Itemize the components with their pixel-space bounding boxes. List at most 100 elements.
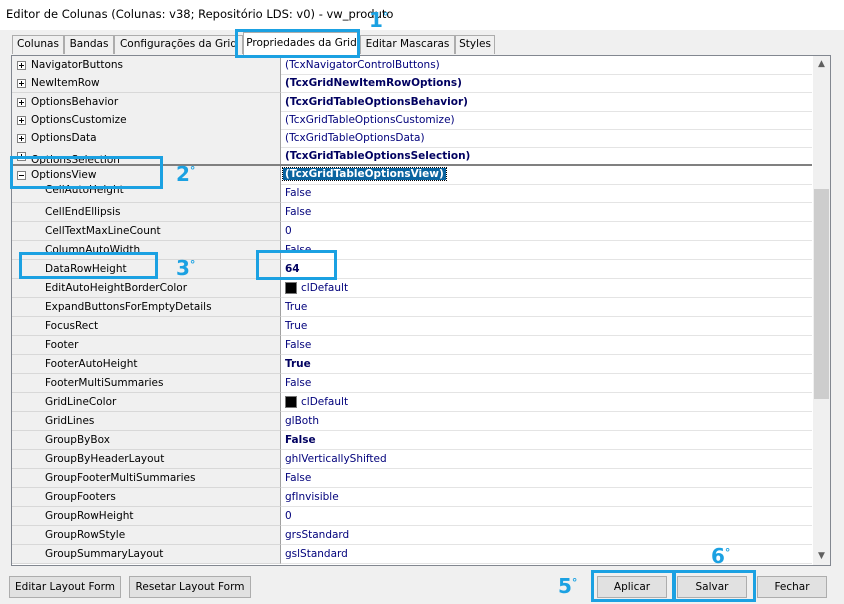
- property-row[interactable]: OptionsData (TcxGridTableOptionsData): [12, 129, 812, 148]
- property-row[interactable]: GroupRowHeight 0: [12, 507, 812, 526]
- property-value[interactable]: False: [285, 434, 316, 446]
- property-name: GroupByBox: [45, 434, 110, 446]
- property-row[interactable]: Footer False: [12, 336, 812, 355]
- expand-icon[interactable]: [17, 61, 26, 70]
- property-row[interactable]: GroupByHeaderLayout ghlVerticallyShifted: [12, 450, 812, 469]
- apply-button[interactable]: Aplicar: [597, 576, 667, 598]
- property-value[interactable]: (TcxGridTableOptionsBehavior): [285, 96, 468, 108]
- expand-icon[interactable]: [17, 98, 26, 107]
- property-row[interactable]: GroupFooterMultiSummaries False: [12, 469, 812, 488]
- tab-colunas[interactable]: Colunas: [12, 35, 64, 54]
- property-value[interactable]: (TcxGridNewItemRowOptions): [285, 77, 462, 89]
- property-row[interactable]: GroupRowStyle grsStandard: [12, 526, 812, 545]
- property-name: GridLines: [45, 415, 95, 427]
- reset-layout-form-button[interactable]: Resetar Layout Form: [129, 576, 251, 598]
- property-name: NavigatorButtons: [31, 59, 124, 71]
- step-number-2: 2°: [176, 162, 196, 186]
- highlight-box-save: [673, 570, 756, 602]
- property-row[interactable]: GroupByBox False: [12, 431, 812, 450]
- property-value[interactable]: (TcxGridTableOptionsCustomize): [285, 114, 455, 126]
- step-number-1: 1°: [369, 8, 389, 32]
- property-name: Footer: [45, 339, 79, 351]
- expand-icon[interactable]: [17, 134, 26, 143]
- scroll-up-icon[interactable]: ▲: [818, 59, 825, 69]
- property-value-selected[interactable]: (TcxGridTableOptionsView): [282, 167, 447, 181]
- property-value[interactable]: 0: [285, 510, 292, 522]
- tab-propriedades-grid[interactable]: Propriedades da Grid: [243, 32, 360, 55]
- color-swatch: [285, 396, 297, 408]
- save-button[interactable]: Salvar: [677, 576, 747, 598]
- expand-icon[interactable]: [17, 116, 26, 125]
- edit-layout-form-button[interactable]: Editar Layout Form: [9, 576, 121, 598]
- property-row[interactable]: GroupFooters gfInvisible: [12, 488, 812, 507]
- property-row[interactable]: EditAutoHeightBorderColor clDefault: [12, 279, 812, 298]
- property-value[interactable]: clDefault: [301, 282, 349, 294]
- property-value[interactable]: False: [285, 339, 312, 351]
- property-value[interactable]: 0: [285, 225, 292, 237]
- step-number-3: 3°: [176, 256, 196, 280]
- property-value[interactable]: False: [285, 472, 312, 484]
- property-rows: NavigatorButtons (TcxNavigatorControlBut…: [12, 56, 812, 565]
- property-name: EditAutoHeightBorderColor: [45, 282, 188, 294]
- property-row[interactable]: GridLineColor clDefault: [12, 393, 812, 412]
- property-row[interactable]: CellTextMaxLineCount 0: [12, 222, 812, 241]
- property-value[interactable]: False: [285, 206, 312, 218]
- tab-bandas[interactable]: Bandas: [64, 35, 114, 54]
- property-value[interactable]: False: [285, 187, 312, 199]
- property-name: ExpandButtonsForEmptyDetails: [45, 301, 212, 313]
- property-row[interactable]: FooterMultiSummaries False: [12, 374, 812, 393]
- property-value[interactable]: clDefault: [301, 396, 349, 408]
- property-row[interactable]: OptionsView (TcxGridTableOptionsView): [12, 166, 812, 185]
- property-value[interactable]: ghlVerticallyShifted: [285, 453, 387, 465]
- property-value[interactable]: False: [285, 377, 312, 389]
- step-number-5: 5°: [558, 574, 578, 598]
- property-row[interactable]: OptionsCustomize (TcxGridTableOptionsCus…: [12, 111, 812, 130]
- row-divider: [12, 164, 812, 166]
- property-row[interactable]: FooterAutoHeight True: [12, 355, 812, 374]
- property-name: GroupFooterMultiSummaries: [45, 472, 196, 484]
- property-value[interactable]: gslStandard: [285, 548, 348, 560]
- property-row[interactable]: NewItemRow (TcxGridNewItemRowOptions): [12, 74, 812, 93]
- scroll-thumb[interactable]: [814, 189, 829, 399]
- property-value[interactable]: True: [285, 301, 308, 313]
- property-name: FooterMultiSummaries: [45, 377, 164, 389]
- tab-styles[interactable]: Styles: [455, 35, 495, 54]
- property-row[interactable]: OptionsBehavior (TcxGridTableOptionsBeha…: [12, 93, 812, 112]
- property-name: OptionsData: [31, 132, 97, 144]
- property-name: FooterAutoHeight: [45, 358, 138, 370]
- property-row[interactable]: NavigatorButtons (TcxNavigatorControlBut…: [12, 56, 812, 75]
- property-row[interactable]: ExpandButtonsForEmptyDetails True: [12, 298, 812, 317]
- property-row[interactable]: CellEndEllipsis False: [12, 203, 812, 222]
- property-value[interactable]: gfInvisible: [285, 491, 339, 503]
- tab-editar-mascaras[interactable]: Editar Mascaras: [360, 35, 455, 54]
- property-value[interactable]: glBoth: [285, 415, 319, 427]
- vertical-scrollbar[interactable]: ▲ ▼: [813, 56, 830, 565]
- property-row[interactable]: GroupSummaryLayout gslStandard: [12, 545, 812, 564]
- color-swatch: [285, 282, 297, 294]
- property-value[interactable]: (TcxNavigatorControlButtons): [285, 59, 440, 71]
- scroll-down-icon[interactable]: ▼: [818, 551, 825, 561]
- property-name: OptionsCustomize: [31, 114, 127, 126]
- property-value[interactable]: True: [285, 320, 308, 332]
- highlight-box-tab: [235, 29, 360, 58]
- property-row[interactable]: GridLines glBoth: [12, 412, 812, 431]
- property-value[interactable]: 64: [285, 263, 300, 275]
- property-name: CellTextMaxLineCount: [45, 225, 161, 237]
- step-number-6: 6°: [711, 544, 731, 568]
- property-value[interactable]: (TcxGridTableOptionsSelection): [285, 150, 471, 162]
- highlight-box-apply: [591, 570, 675, 602]
- expand-icon[interactable]: [17, 79, 26, 88]
- tab-configuracoes-grid[interactable]: Configurações da Grid: [114, 35, 243, 54]
- property-value[interactable]: True: [285, 358, 311, 370]
- property-name: CellEndEllipsis: [45, 206, 121, 218]
- property-name: NewItemRow: [31, 77, 100, 89]
- title-bar: Editor de Colunas (Colunas: v38; Reposit…: [0, 0, 844, 30]
- property-name: OptionsView: [31, 169, 97, 181]
- property-grid: NavigatorButtons (TcxNavigatorControlBut…: [11, 55, 831, 566]
- property-row[interactable]: FocusRect True: [12, 317, 812, 336]
- property-name: DataRowHeight: [45, 263, 127, 275]
- collapse-icon[interactable]: [17, 171, 26, 180]
- close-button[interactable]: Fechar: [757, 576, 827, 598]
- property-value[interactable]: (TcxGridTableOptionsData): [285, 132, 425, 144]
- property-value[interactable]: grsStandard: [285, 529, 350, 541]
